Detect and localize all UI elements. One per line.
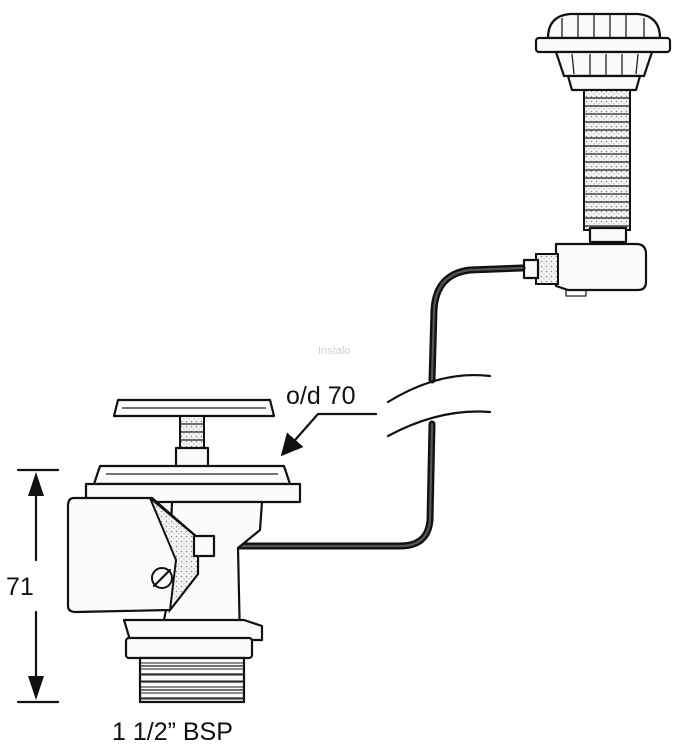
waste-body — [66, 398, 302, 704]
height-label: 71 — [6, 573, 34, 601]
outer-diameter-label: o/d 70 — [286, 382, 356, 410]
watermark-text: Instalo — [318, 345, 350, 357]
diameter-leader — [280, 412, 378, 457]
height-dimension — [16, 468, 60, 704]
thread-size-label: 1 1/2” BSP — [112, 718, 233, 746]
cable-break-marks — [386, 373, 492, 438]
bowden-cable — [208, 264, 526, 550]
operating-knob — [522, 12, 672, 297]
